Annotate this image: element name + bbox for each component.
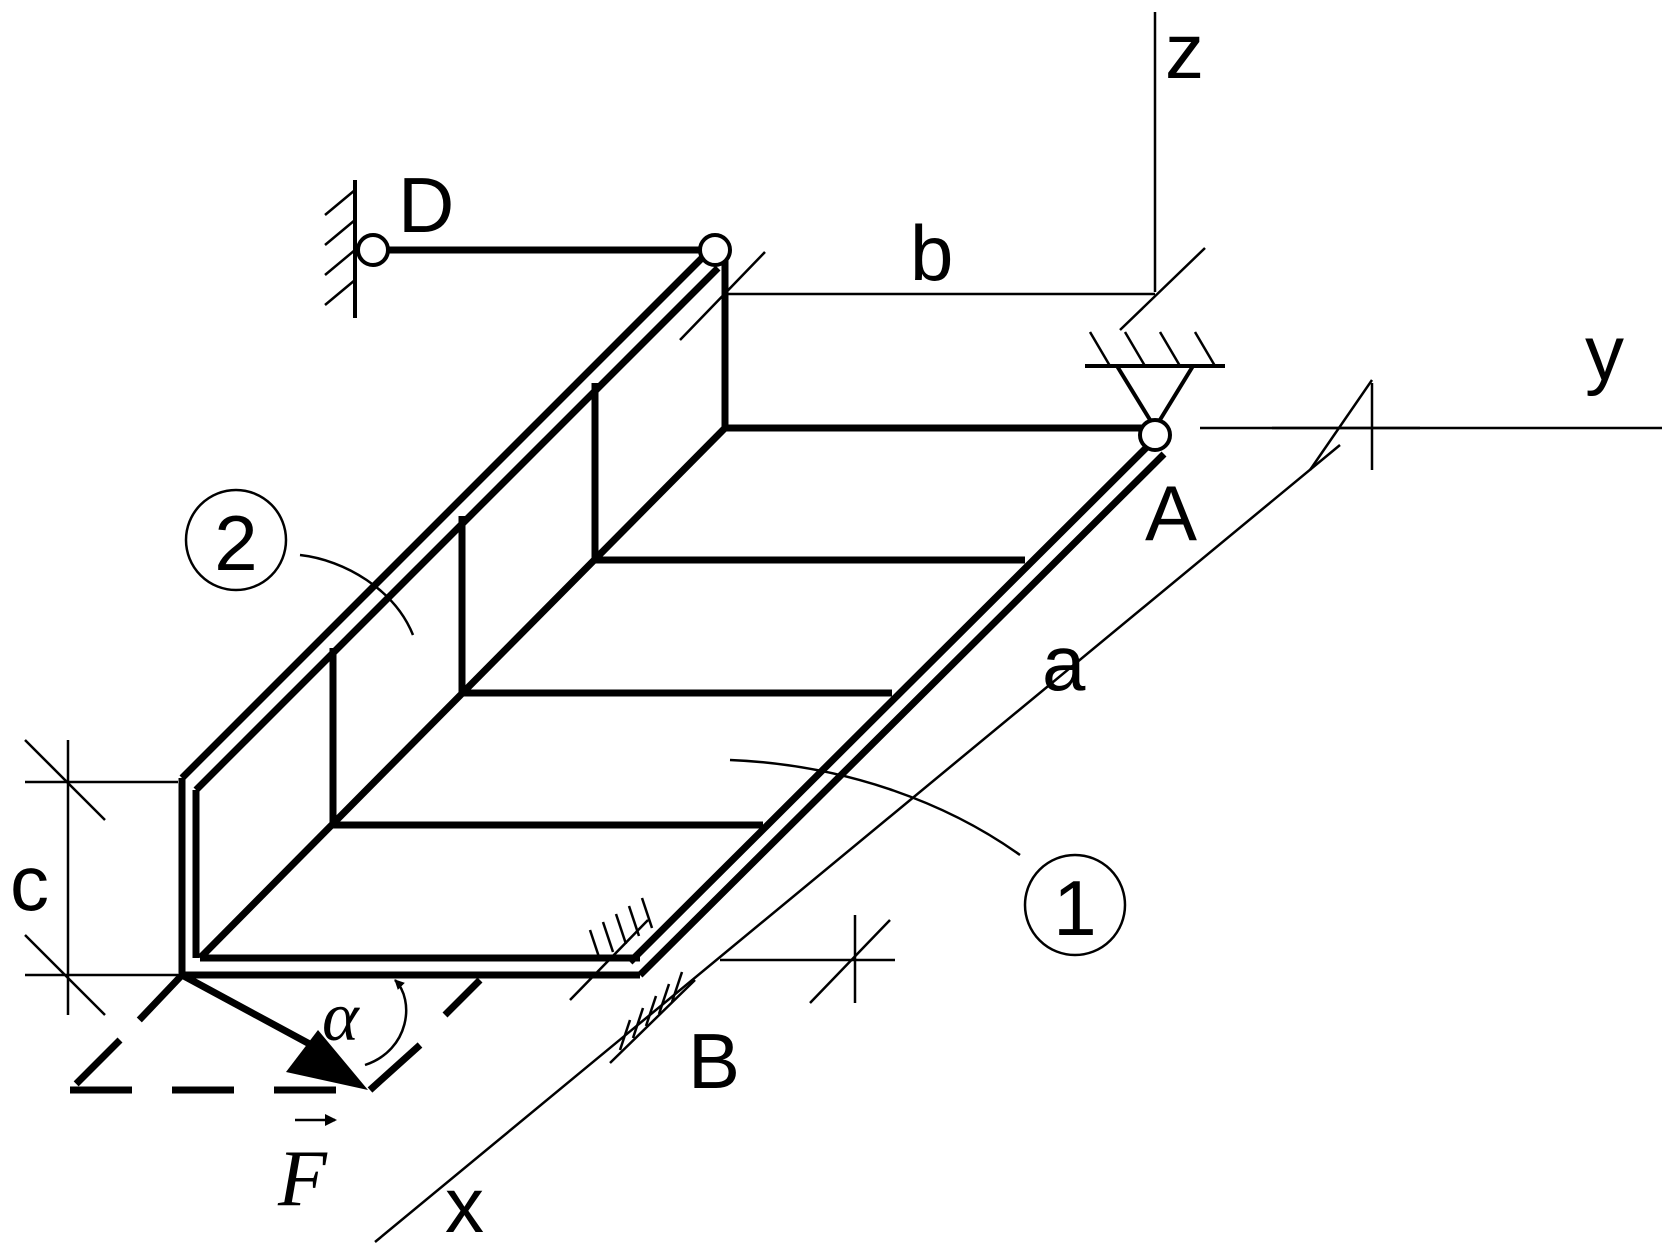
hinge-d xyxy=(356,233,390,267)
force-f-arrow xyxy=(180,971,368,1090)
point-a-label: A xyxy=(1145,469,1197,557)
part-2-label: 2 xyxy=(214,499,257,587)
support-b xyxy=(569,897,696,1064)
hinge-a xyxy=(1138,418,1172,452)
alpha-label: α xyxy=(322,979,360,1056)
dim-b-label: b xyxy=(910,209,953,297)
part-1-label: 1 xyxy=(1053,864,1096,952)
force-construction xyxy=(67,972,483,1094)
support-d xyxy=(324,180,357,318)
plate-1 xyxy=(197,424,1167,978)
z-axis-label: z xyxy=(1165,7,1204,95)
hinge-rod-plate xyxy=(698,233,732,267)
force-f-label: F xyxy=(277,1135,328,1223)
force-vector-arrow-icon xyxy=(295,1114,337,1126)
point-d-label: D xyxy=(398,161,454,249)
angle-alpha-arc xyxy=(364,979,408,1067)
plate-2 xyxy=(178,250,729,979)
dim-a-label: a xyxy=(1042,619,1086,707)
axis-x xyxy=(374,444,1341,1243)
dim-c-label: c xyxy=(10,839,49,927)
leader-lines xyxy=(299,553,1021,857)
part-2-marker: 2 xyxy=(184,488,288,592)
point-b-label: B xyxy=(688,1017,740,1105)
dimension-a xyxy=(720,379,1420,1004)
support-a xyxy=(1085,331,1225,430)
y-axis-label: y xyxy=(1585,309,1624,397)
part-1-marker: 1 xyxy=(1023,853,1127,957)
x-axis-label: x xyxy=(445,1161,484,1249)
dimension-c xyxy=(24,739,178,1016)
